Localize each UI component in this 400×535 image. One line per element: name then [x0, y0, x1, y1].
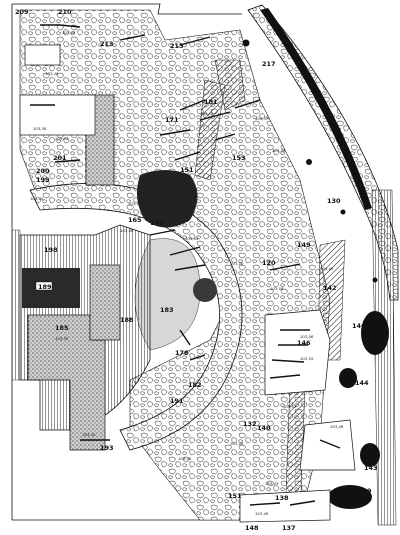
svg-text:171: 171 — [165, 116, 179, 124]
svg-text:183: 183 — [160, 306, 174, 314]
diag-strip-2 — [214, 59, 246, 111]
svg-text:217: 217 — [262, 60, 276, 68]
right-margin-hatch — [371, 189, 397, 526]
svg-text:103,40: 103,40 — [200, 111, 214, 116]
grave-enclosure-3 — [239, 489, 331, 523]
svg-text:199: 199 — [36, 176, 50, 184]
svg-text:191: 191 — [170, 397, 184, 405]
svg-text:103,56: 103,56 — [300, 334, 314, 339]
svg-text:143: 143 — [364, 464, 378, 472]
svg-text:120: 120 — [262, 259, 276, 267]
svg-text:103,46: 103,46 — [330, 424, 344, 429]
dark-pit-138 — [328, 485, 372, 509]
grave-number-labels: 209 210 213 215 217 181 171 153 201 200 … — [15, 8, 378, 532]
curved-wall-band — [29, 183, 243, 451]
svg-text:103,37: 103,37 — [255, 116, 269, 121]
boundary-wall — [247, 4, 399, 301]
svg-text:181: 181 — [204, 98, 218, 106]
svg-text:103,47: 103,47 — [128, 201, 142, 206]
dark-pit-143 — [339, 368, 357, 388]
svg-text:103,44: 103,44 — [185, 236, 199, 241]
small-find-markers — [242, 39, 378, 283]
svg-text:103,44: 103,44 — [55, 136, 69, 141]
svg-text:103,35: 103,35 — [55, 336, 69, 341]
svg-text:140: 140 — [257, 424, 271, 432]
excavation-edge-left — [11, 4, 242, 521]
svg-text:103,48: 103,48 — [255, 511, 269, 516]
svg-text:103,40: 103,40 — [320, 266, 334, 271]
diag-strip-1 — [194, 79, 226, 181]
svg-text:151: 151 — [228, 492, 242, 500]
svg-text:189: 189 — [38, 283, 52, 291]
svg-text:200: 200 — [36, 167, 50, 175]
svg-text:103,43: 103,43 — [265, 481, 279, 486]
svg-text:167: 167 — [150, 219, 164, 227]
boundary-wall-dark — [260, 8, 372, 210]
svg-text:188: 188 — [120, 316, 134, 324]
wall-segment — [24, 44, 61, 66]
svg-text:103,58: 103,58 — [270, 286, 284, 291]
svg-text:193: 193 — [100, 444, 114, 452]
svg-text:165: 165 — [128, 216, 142, 224]
svg-text:103,45: 103,45 — [178, 456, 192, 461]
elevation-labels: 103,42 103,40 103,36 103,44 103,45 103,4… — [30, 30, 344, 516]
dark-stone-heap — [193, 278, 217, 302]
svg-text:103,28: 103,28 — [272, 148, 286, 153]
svg-text:142: 142 — [323, 284, 337, 292]
stipple-pillar — [89, 264, 121, 341]
svg-text:178: 178 — [175, 349, 189, 357]
svg-text:103,48: 103,48 — [230, 441, 244, 446]
svg-text:151: 151 — [180, 166, 194, 174]
svg-text:153: 153 — [232, 154, 246, 162]
svg-text:103,50: 103,50 — [230, 261, 244, 266]
svg-text:210: 210 — [58, 8, 72, 16]
svg-text:146: 146 — [297, 339, 311, 347]
svg-text:215: 215 — [170, 42, 184, 50]
svg-text:148: 148 — [245, 524, 259, 532]
dark-pit-142 — [360, 443, 380, 467]
svg-text:182: 182 — [188, 381, 202, 389]
svg-text:103,40: 103,40 — [45, 71, 59, 76]
left-edge-step — [12, 229, 21, 381]
svg-text:103,52: 103,52 — [283, 404, 297, 409]
svg-text:103,55: 103,55 — [300, 356, 314, 361]
svg-text:198: 198 — [44, 246, 58, 254]
skeleton-burials — [30, 24, 341, 506]
svg-text:138: 138 — [275, 494, 289, 502]
svg-text:103,44: 103,44 — [82, 432, 96, 437]
dark-stone-cluster — [136, 170, 198, 228]
svg-text:185: 185 — [55, 324, 69, 332]
svg-text:137: 137 — [282, 524, 296, 532]
grave-enclosure-1 — [264, 309, 331, 396]
room-outline — [19, 94, 96, 136]
svg-text:213: 213 — [100, 40, 114, 48]
grave-enclosure-2 — [299, 419, 356, 471]
svg-text:209: 209 — [15, 8, 29, 16]
dark-pit-145 — [361, 311, 389, 355]
svg-text:132: 132 — [243, 420, 257, 428]
svg-text:139: 139 — [358, 487, 372, 495]
svg-text:103,45: 103,45 — [30, 196, 44, 201]
svg-text:144: 144 — [355, 379, 369, 387]
svg-text:103,40: 103,40 — [120, 228, 134, 233]
svg-text:149: 149 — [297, 241, 311, 249]
svg-text:146: 146 — [352, 322, 366, 330]
svg-text:130: 130 — [327, 197, 341, 205]
excavation-edge-top — [12, 3, 242, 15]
svg-text:103,36: 103,36 — [33, 126, 47, 131]
svg-text:201: 201 — [53, 154, 67, 162]
svg-text:103,42: 103,42 — [62, 30, 76, 35]
